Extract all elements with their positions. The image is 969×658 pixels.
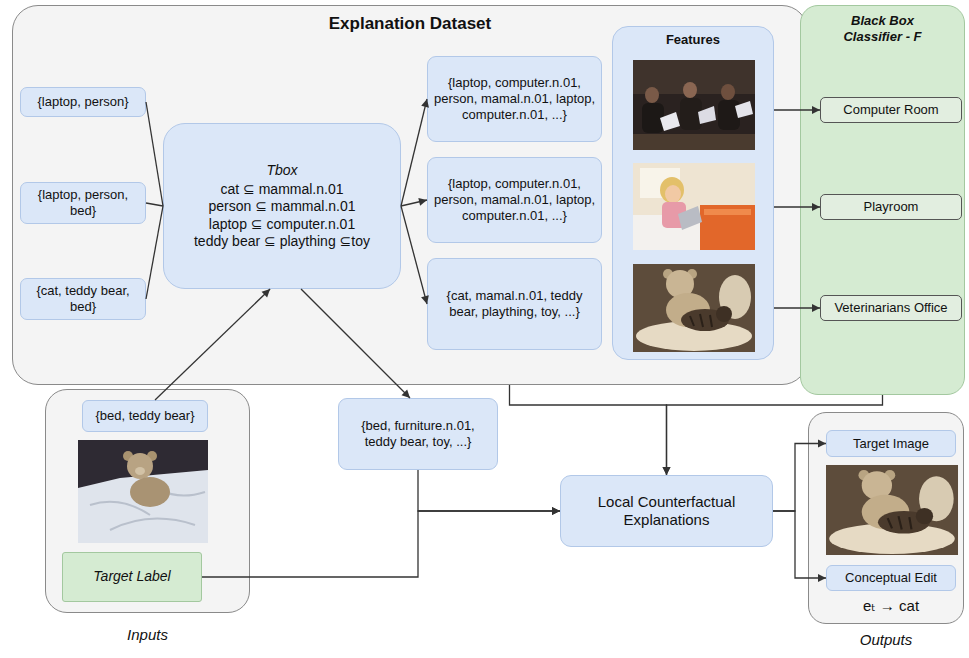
box-text: Computer Room [843,102,938,118]
classifier-panel: Black Box Classifier - F Computer RoomPla… [800,5,965,395]
box-text: Veterinarians Office [834,300,947,316]
box-text: {cat, teddy bear, bed} [26,283,140,315]
box-text: {cat, mamal.n.01, teddy bear, plaything,… [433,288,596,320]
expanded-set: {laptop, computer.n.01, person, mamal.n.… [427,56,602,142]
target-label: Target Label [62,552,202,602]
panel-title: Features [613,32,773,48]
expanded-set: {laptop, computer.n.01, person, mamal.n.… [427,157,602,243]
box-text: Target Label [93,568,170,585]
box-text: Playroom [864,199,919,215]
box-text: teddy bear ⊆ plaything ⊆toy [194,233,370,250]
box-text: {laptop, person, bed} [26,187,140,219]
lce-box: Local Counterfactual Explanations [560,475,773,547]
concept-set: {laptop, person} [20,87,146,117]
box-text: {laptop, person} [37,94,128,110]
box-text: Conceptual Edit [845,570,937,586]
arrow-head [663,467,671,475]
box-text: Target Image [853,436,929,452]
box-text: {bed, teddy bear} [95,408,194,424]
connector [510,385,671,475]
box-text: person ⊆ mammal.n.01 [208,198,355,215]
outputs-panel: OutputsTarget ImageConceptual Edit [808,412,964,624]
connector-line [510,385,667,475]
arrow-head [552,507,560,515]
tbox: Tbox cat ⊆ mammal.n.01person ⊆ mammal.n.0… [163,123,401,289]
connector-line [418,470,560,511]
panel-title: Inputs [46,626,249,644]
panel-title: Explanation Dataset [13,14,807,35]
connector-line [202,511,560,577]
expanded-set: {cat, mamal.n.01, teddy bear, plaything,… [427,258,602,350]
panel-title: Outputs [809,631,963,649]
output-box: Conceptual Edit [826,565,956,591]
output-box: Target Image [826,430,956,457]
box-text: {laptop, computer.n.01, person, mamal.n.… [433,75,596,123]
connector [202,507,560,577]
concept-set: {cat, teddy bear, bed} [20,278,146,320]
box-text: {bed, furniture.n.01, teddy bear, toy, .… [344,418,492,450]
panel-title: Black Box Classifier - F [801,13,964,45]
arrow-head [402,390,410,398]
connector [418,470,560,515]
box-text: Local Counterfactual Explanations [566,493,767,530]
box-text: {laptop, computer.n.01, person, mamal.n.… [433,176,596,224]
box-text: cat ⊆ mammal.n.01 [221,181,344,198]
class-label: Computer Room [820,97,962,123]
input-set: {bed, teddy bear} [82,400,208,432]
concept-set: {laptop, person, bed} [20,182,146,224]
class-label: Veterinarians Office [820,295,962,321]
arrow-head [663,467,671,475]
class-label: Playroom [820,194,962,220]
box-text: Tbox [266,162,297,179]
inputs-panel: Inputs{bed, teddy bear}Target Label [45,389,250,613]
edit-formula: eₜ → cat [826,597,956,615]
box-text: laptop ⊆ computer.n.01 [209,216,355,233]
expanded-input-set: {bed, furniture.n.01, teddy bear, toy, .… [338,398,498,470]
dataset-panel: Explanation Dataset {laptop, person} {lapt… [12,5,808,385]
arrow-head [552,507,560,515]
features-panel: Features [612,26,774,360]
